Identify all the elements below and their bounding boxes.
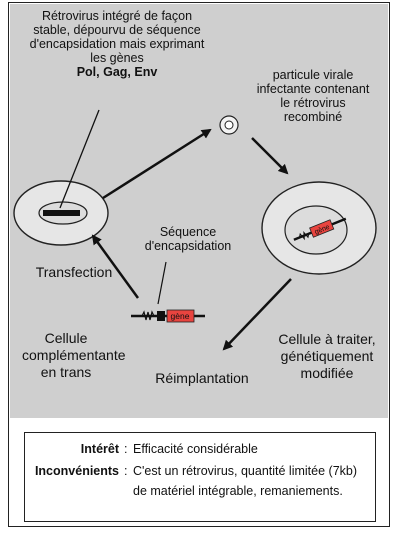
inconvenients-label: Inconvénients xyxy=(34,464,119,478)
transfection-label: Transfection xyxy=(35,264,113,280)
viral-particle xyxy=(219,115,239,135)
target-cell: gène xyxy=(261,181,377,275)
interet-separator: : xyxy=(124,442,128,456)
retrovirus-genes: Pol, Gag, Env xyxy=(76,65,158,79)
inconvenients-separator: : xyxy=(124,464,128,478)
sequence-label: Séquence d'encapsidation xyxy=(144,225,232,253)
complementing-cell-label: Cellule complémentante en trans xyxy=(22,330,126,380)
retrovirus-description: Rétrovirus intégré de façon stable, dépo… xyxy=(22,9,212,79)
complementing-cell xyxy=(13,180,109,246)
arrow-target-to-reimplantation xyxy=(222,278,292,351)
interet-text: Efficacité considérable xyxy=(133,442,258,456)
interet-label: Intérêt xyxy=(80,442,119,456)
arrow-construct-to-cell xyxy=(91,234,140,299)
gene-construct: gène xyxy=(131,309,205,323)
gene-label-construct: gène xyxy=(171,311,190,321)
reimplantation-label: Réimplantation xyxy=(155,370,249,386)
sequence-pointer xyxy=(157,261,167,305)
gene-box-construct xyxy=(166,309,195,323)
arrow-particle-to-target xyxy=(251,137,289,175)
info-box: Intérêt : Efficacité considérable Inconv… xyxy=(24,432,376,522)
inconvenients-line-1: C'est un rétrovirus, quantité limitée (7… xyxy=(133,464,358,478)
retrovirus-pointer xyxy=(59,109,100,209)
particle-description: particule virale infectante contenant le… xyxy=(256,68,370,124)
target-cell-label: Cellule à traiter, génétiquement modifié… xyxy=(278,331,376,381)
gene-box-cell xyxy=(309,219,335,238)
inconvenients-line-2: de matériel intégrable, remaniements. xyxy=(133,484,343,498)
retrovirus-text: Rétrovirus intégré de façon stable, dépo… xyxy=(29,9,205,65)
arrow-cell-to-particle xyxy=(102,128,212,200)
